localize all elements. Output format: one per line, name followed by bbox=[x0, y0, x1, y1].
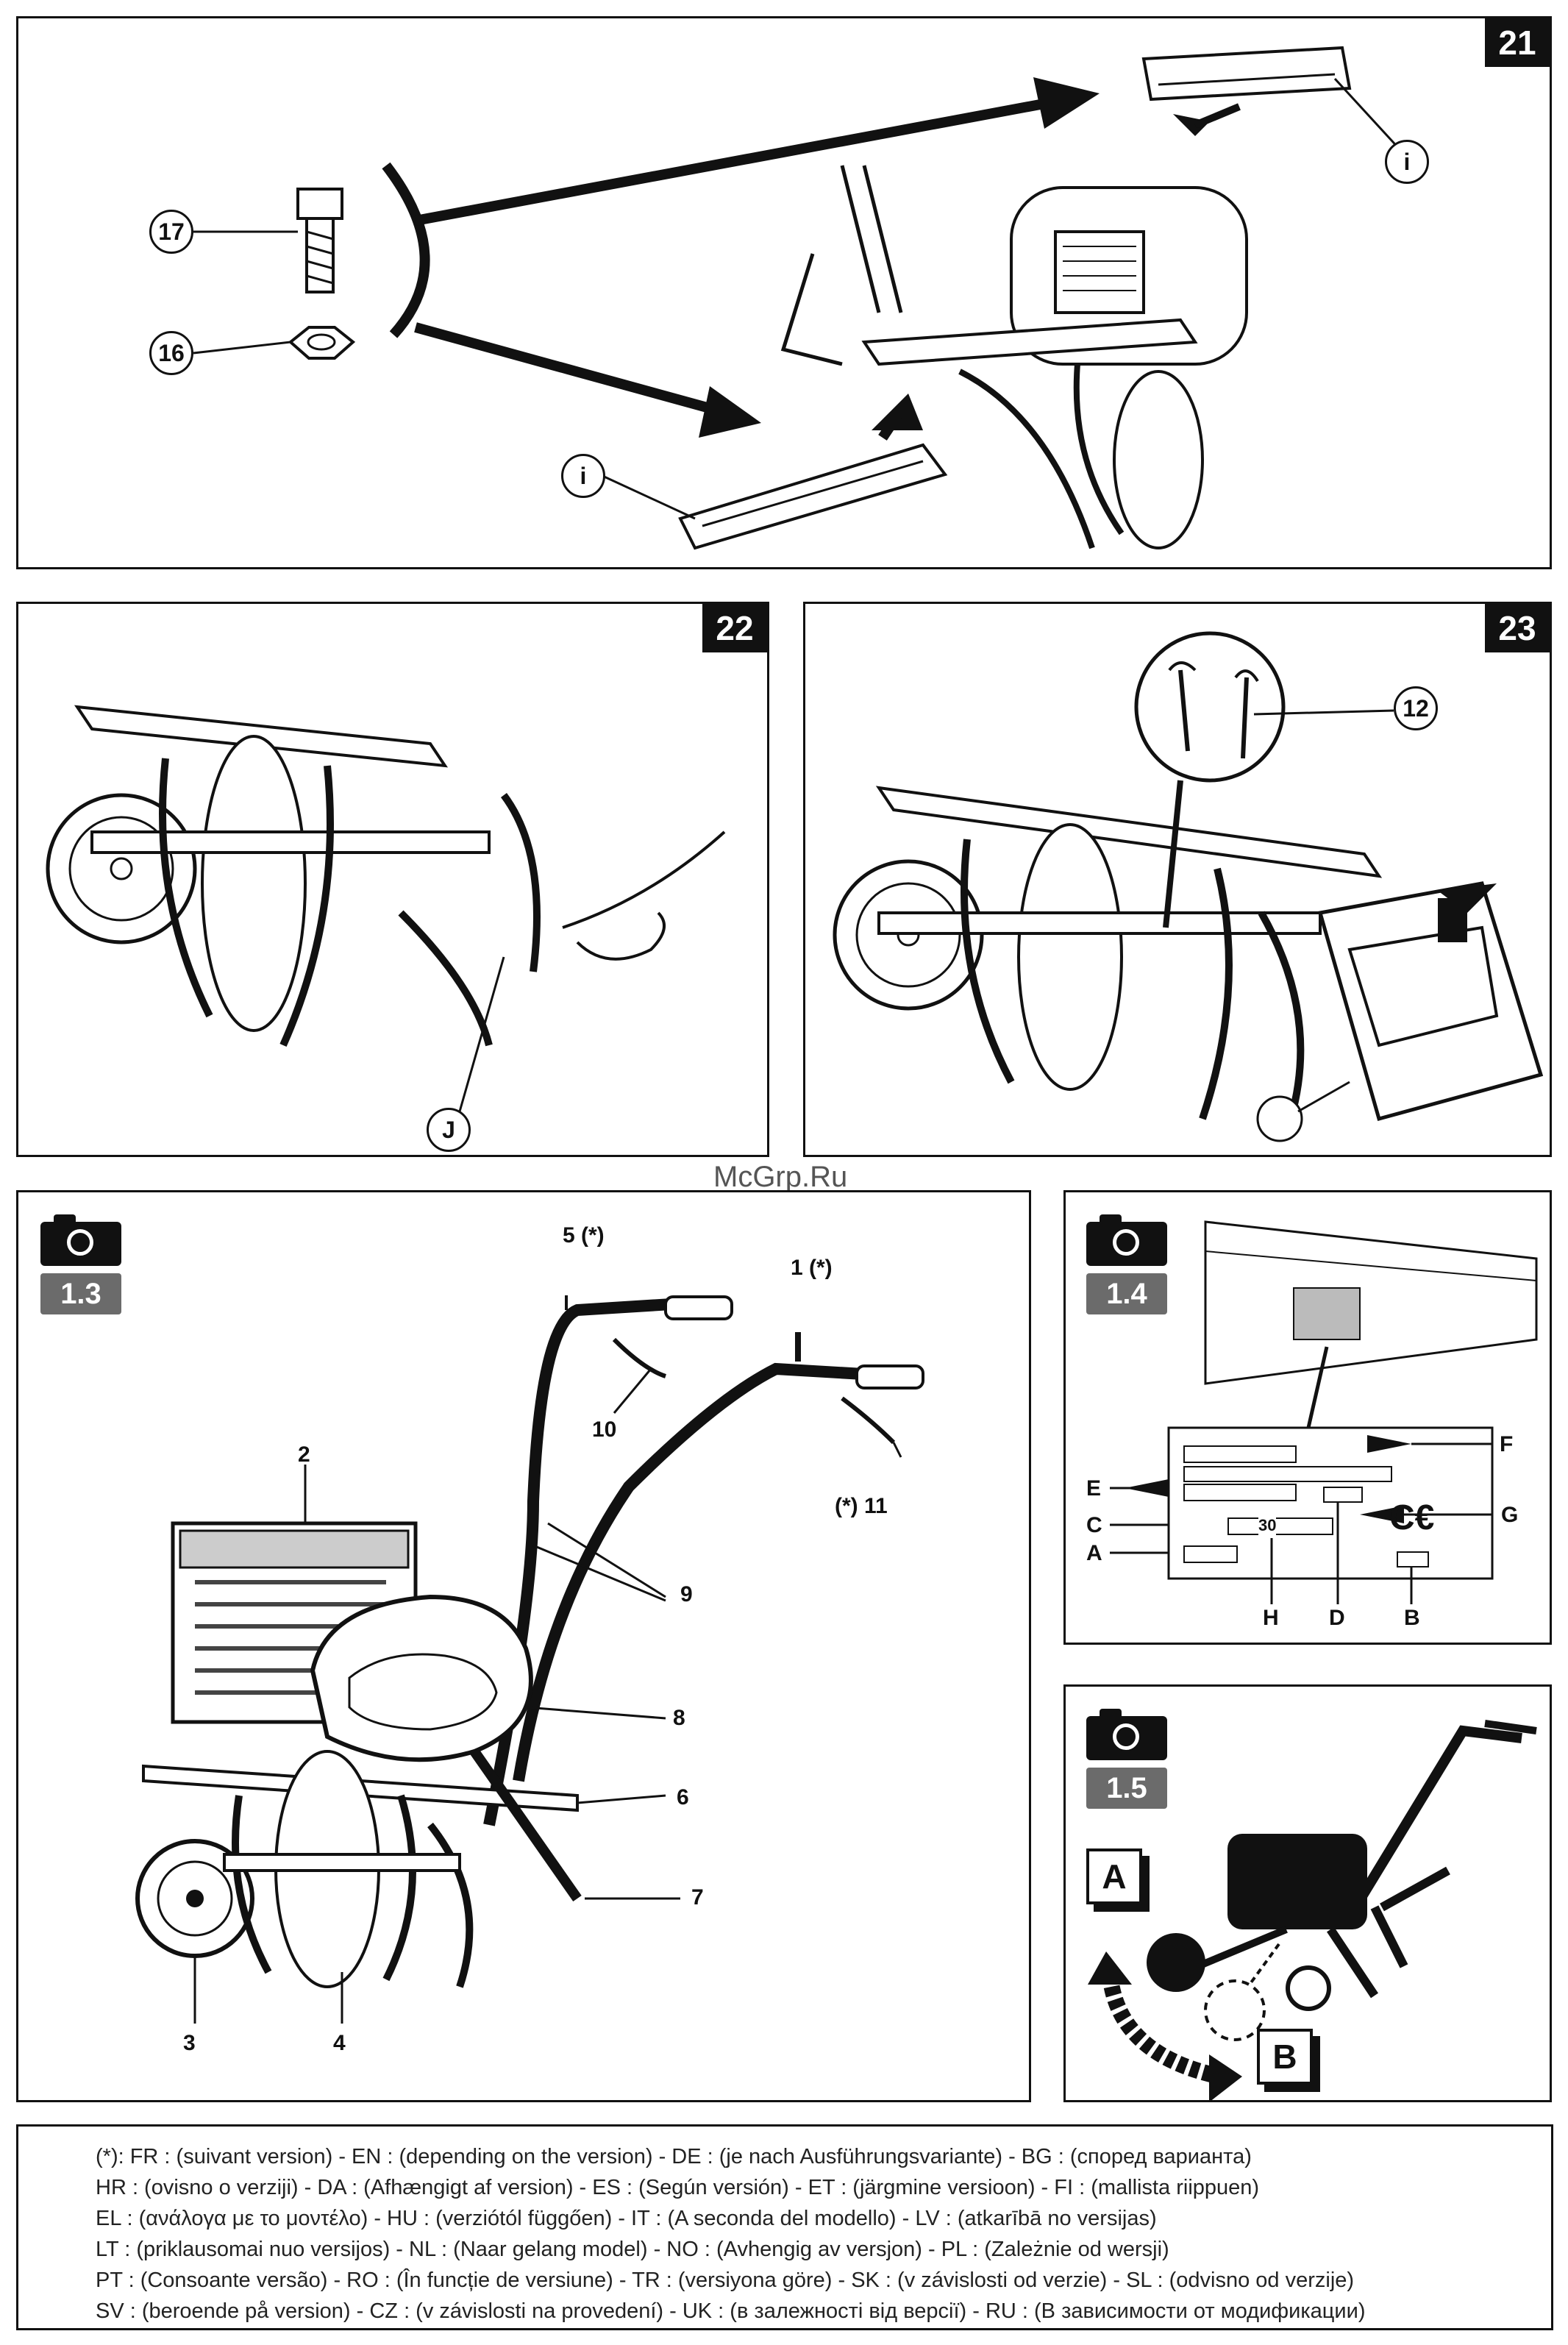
plate-field-d bbox=[1323, 1487, 1363, 1503]
callout-J: J bbox=[427, 1108, 471, 1152]
label-6: 6 bbox=[677, 1785, 689, 1810]
nut-icon bbox=[288, 326, 356, 360]
label-A: A bbox=[1086, 1541, 1102, 1565]
label-5: 5 (*) bbox=[563, 1223, 605, 1248]
label-G: G bbox=[1501, 1503, 1519, 1527]
label-9: 9 bbox=[680, 1582, 693, 1606]
label-B: B bbox=[1404, 1606, 1420, 1630]
plate-field-line bbox=[1183, 1466, 1392, 1482]
figure-1-3-panel: 1.3 bbox=[16, 1190, 1031, 2102]
figure-22-panel: 22 J bbox=[16, 602, 769, 1157]
figure-1-4-panel: 1.4 C€ 30 F E G C A H D B bbox=[1063, 1190, 1552, 1645]
callout-17: 17 bbox=[149, 210, 193, 254]
label-E: E bbox=[1086, 1476, 1102, 1501]
reference-badge: 1.5 bbox=[1086, 1768, 1167, 1809]
wheel-position-illustration bbox=[1088, 1720, 1537, 2102]
label-4: 4 bbox=[333, 2031, 346, 2055]
watermark: McGrp.Ru bbox=[713, 1161, 848, 1193]
figure-22-illustration bbox=[46, 705, 726, 1112]
reference-badge: 1.3 bbox=[40, 1273, 121, 1314]
footnote-line: (*): FR : (suivant version) - EN : (depe… bbox=[96, 2145, 1252, 2168]
footnote-line: HR : (ovisno o verziji) - DA : (Afhængig… bbox=[96, 2176, 1260, 2199]
camera-icon bbox=[40, 1214, 121, 1266]
bolt-icon bbox=[296, 188, 343, 293]
figure-number: 23 bbox=[1485, 604, 1550, 652]
version-footnote: (*): FR : (suivant version) - EN : (depe… bbox=[16, 2124, 1553, 2330]
label-11: (*) 11 bbox=[835, 1494, 888, 1518]
plate-field-e bbox=[1183, 1484, 1297, 1501]
tiller-overview-illustration bbox=[135, 1295, 924, 2024]
figure-21-panel: 21 bbox=[16, 16, 1552, 569]
position-b-box: B bbox=[1257, 2029, 1313, 2085]
footnote-line: LT : (priklausomai nuo versijos) - NL : … bbox=[96, 2238, 1169, 2261]
plate-field-b bbox=[1397, 1551, 1429, 1568]
footnote-line: EL : (ανάλογα με το μοντέλο) - HU : (ver… bbox=[96, 2207, 1157, 2230]
callout-i-bottom: i bbox=[561, 454, 605, 498]
label-D: D bbox=[1329, 1606, 1345, 1630]
figure-number: 22 bbox=[702, 604, 767, 652]
label-3: 3 bbox=[183, 2031, 196, 2055]
callout-16: 16 bbox=[149, 331, 193, 375]
plate-field-f bbox=[1183, 1445, 1297, 1463]
callout-12: 12 bbox=[1394, 686, 1438, 730]
label-2: 2 bbox=[298, 1442, 310, 1467]
figure-23-illustration bbox=[833, 631, 1544, 1142]
reference-badge: 1.4 bbox=[1086, 1273, 1167, 1314]
camera-icon bbox=[1086, 1709, 1167, 1760]
plate-field-a bbox=[1183, 1545, 1238, 1563]
label-H: H bbox=[1263, 1606, 1279, 1630]
label-1: 1 (*) bbox=[791, 1256, 833, 1280]
figure-23-panel: 23 12 bbox=[803, 602, 1552, 1157]
camera-icon bbox=[1086, 1214, 1167, 1266]
label-8: 8 bbox=[673, 1706, 685, 1730]
plate-value: 30 bbox=[1258, 1516, 1277, 1535]
label-10: 10 bbox=[592, 1417, 617, 1442]
callout-i-top: i bbox=[1385, 140, 1429, 184]
label-C: C bbox=[1086, 1513, 1102, 1537]
plate-field-c bbox=[1227, 1517, 1333, 1535]
footnote-line: SV : (beroende på version) - CZ : (v záv… bbox=[96, 2299, 1366, 2323]
figure-number: 21 bbox=[1485, 18, 1550, 67]
label-F: F bbox=[1500, 1432, 1514, 1456]
figure-21-illustration bbox=[193, 46, 1403, 550]
figure-1-5-panel: 1.5 A B bbox=[1063, 1684, 1552, 2102]
footnote-line: PT : (Consoante versão) - RO : (În funcț… bbox=[96, 2269, 1355, 2292]
position-a-box: A bbox=[1086, 1848, 1142, 1904]
identification-plate-illustration: C€ bbox=[1110, 1220, 1538, 1604]
svg-text:C€: C€ bbox=[1389, 1498, 1434, 1537]
label-7: 7 bbox=[691, 1885, 704, 1910]
